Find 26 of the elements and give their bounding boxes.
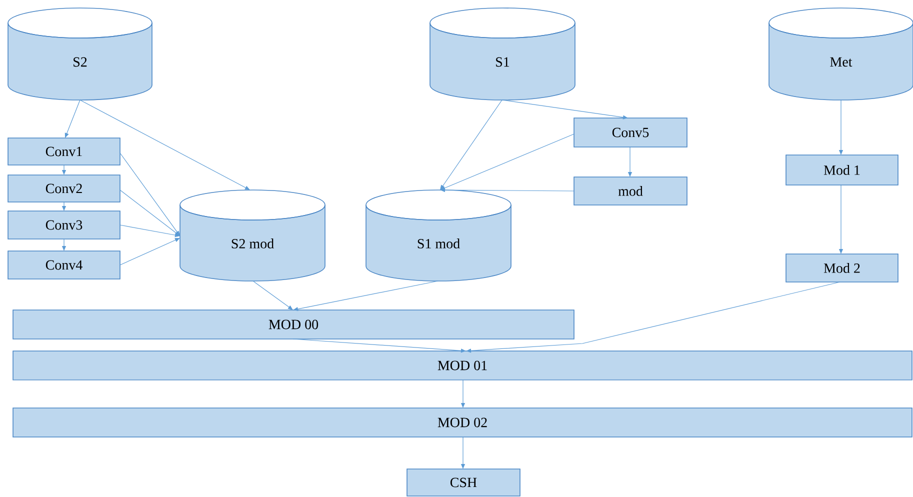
arrow xyxy=(64,100,80,138)
database-cylinder: S2 mod xyxy=(180,190,326,282)
arrow xyxy=(120,224,180,238)
process-box: Conv1 xyxy=(8,138,120,166)
database-cylinder: S1 xyxy=(430,8,576,100)
arrow xyxy=(252,280,293,310)
process-box: mod xyxy=(574,176,688,206)
process-box: CSH xyxy=(406,468,520,496)
arrow xyxy=(440,134,574,190)
arrow xyxy=(120,190,180,236)
process-box: Conv3 xyxy=(8,210,120,240)
process-box: Mod 2 xyxy=(786,254,898,282)
arrow xyxy=(440,100,502,190)
process-bar: MOD 02 xyxy=(12,408,912,438)
process-box: Conv5 xyxy=(574,118,688,148)
process-box: Conv2 xyxy=(8,174,120,202)
arrow xyxy=(120,238,180,266)
database-cylinder: S2 xyxy=(8,8,152,100)
database-cylinder: Met xyxy=(768,8,913,100)
arrow xyxy=(80,100,250,190)
process-box: Mod 1 xyxy=(786,154,898,186)
process-box: Conv4 xyxy=(8,250,120,280)
database-cylinder: S1 mod xyxy=(366,190,512,282)
process-bar: MOD 01 xyxy=(12,350,912,380)
arrow xyxy=(120,152,180,236)
process-bar: MOD 00 xyxy=(12,310,574,340)
